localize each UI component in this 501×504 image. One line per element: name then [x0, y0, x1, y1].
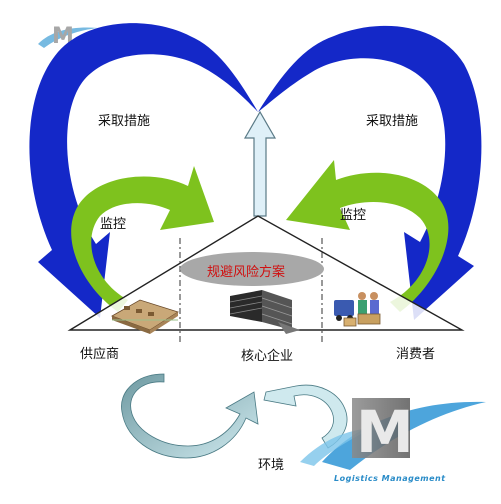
env-arrow-left: [121, 373, 259, 459]
label-supplier: 供应商: [80, 347, 120, 362]
label-core-enterprise: 核心企业: [241, 349, 294, 364]
blue-arrow-right: [258, 25, 482, 320]
watermark-logo-large-tile: [352, 398, 410, 458]
label-monitor-right: 监控: [340, 208, 367, 223]
watermark-caption: Logistics Management: [334, 474, 446, 483]
center-up-arrow: [243, 110, 277, 217]
env-arrow-right: [263, 384, 348, 449]
green-arrow-right-outer: [286, 160, 449, 312]
risk-plan-ellipse: [180, 252, 324, 286]
green-arrow-left-outer: [71, 166, 214, 312]
label-measures-right: 采取措施: [366, 114, 419, 129]
label-risk-plan: 规避风险方案: [207, 265, 286, 280]
building-icon: [229, 290, 300, 334]
watermark-logo-large: M: [300, 398, 486, 470]
delivery-people-icon: [334, 292, 381, 327]
label-measures-left: 采取措施: [98, 114, 151, 129]
label-consumer: 消费者: [396, 347, 436, 362]
label-environment: 环境: [258, 458, 285, 473]
label-monitor-left: 监控: [100, 217, 127, 232]
warehouse-icon: [111, 299, 179, 334]
watermark-logo-large-letter: M: [356, 398, 414, 466]
